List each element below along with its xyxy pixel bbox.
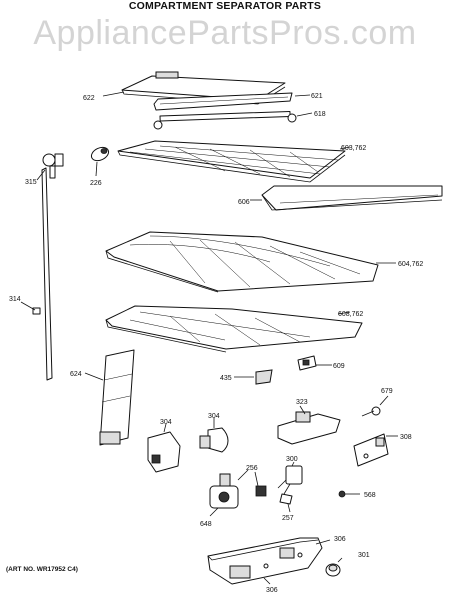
part-621-rail[interactable] [153, 92, 293, 111]
callout-300: 300 [286, 456, 298, 463]
callout-226: 226 [90, 180, 102, 187]
part-435-tab[interactable] [255, 369, 273, 385]
part-256-fitting[interactable] [255, 485, 267, 497]
watermark: AppliancePartsPros.com [33, 14, 417, 52]
part-304-block[interactable] [147, 431, 181, 473]
callout-608-762: 608,762 [338, 311, 363, 318]
part-603-shelf[interactable] [117, 140, 346, 183]
part-618-bar[interactable] [153, 110, 297, 130]
callout-304-left: 304 [160, 419, 172, 426]
callout-604-762: 604,762 [398, 261, 423, 268]
part-306-housing[interactable] [207, 537, 323, 585]
callout-315: 315 [25, 179, 37, 186]
art-number: (ART NO. WR17952 C4) [6, 566, 78, 573]
callout-301: 301 [358, 552, 370, 559]
part-301-cap[interactable] [325, 563, 341, 577]
callout-622: 622 [83, 95, 95, 102]
part-648-motor[interactable] [209, 469, 249, 509]
callout-603-762: 603,762 [341, 145, 366, 152]
part-624-column[interactable] [99, 349, 135, 446]
part-300-switch[interactable] [277, 465, 303, 495]
part-604-separator[interactable] [105, 231, 379, 293]
callout-679: 679 [381, 388, 393, 395]
callout-648: 648 [200, 521, 212, 528]
callout-606: 606 [238, 199, 250, 206]
callout-435: 435 [220, 375, 232, 382]
part-308-plate[interactable] [353, 433, 389, 467]
part-323-bracket[interactable] [277, 411, 341, 445]
part-226-clip[interactable] [89, 145, 110, 163]
part-568-screw[interactable] [338, 490, 360, 498]
callout-256: 256 [246, 465, 258, 472]
callout-304-right: 304 [208, 413, 220, 420]
part-679-screw[interactable] [361, 406, 381, 417]
callout-306-bottom: 306 [266, 587, 278, 594]
callout-624: 624 [70, 371, 82, 378]
callout-568: 568 [364, 492, 376, 499]
callout-609: 609 [333, 363, 345, 370]
part-608-separator[interactable] [105, 305, 363, 353]
part-304-knob[interactable] [199, 427, 229, 453]
callout-621: 621 [311, 93, 323, 100]
part-257-clamp[interactable] [279, 493, 293, 505]
callout-618: 618 [314, 111, 326, 118]
part-315-rod-top[interactable] [42, 153, 64, 179]
callout-306-right: 306 [334, 536, 346, 543]
callout-308: 308 [400, 434, 412, 441]
part-314-rod[interactable] [32, 167, 53, 381]
part-606-tray[interactable] [261, 185, 443, 211]
callout-257: 257 [282, 515, 294, 522]
callout-323: 323 [296, 399, 308, 406]
diagram-title: COMPARTMENT SEPARATOR PARTS [128, 0, 322, 12]
callout-314: 314 [9, 296, 21, 303]
part-609-clip[interactable] [297, 355, 317, 371]
